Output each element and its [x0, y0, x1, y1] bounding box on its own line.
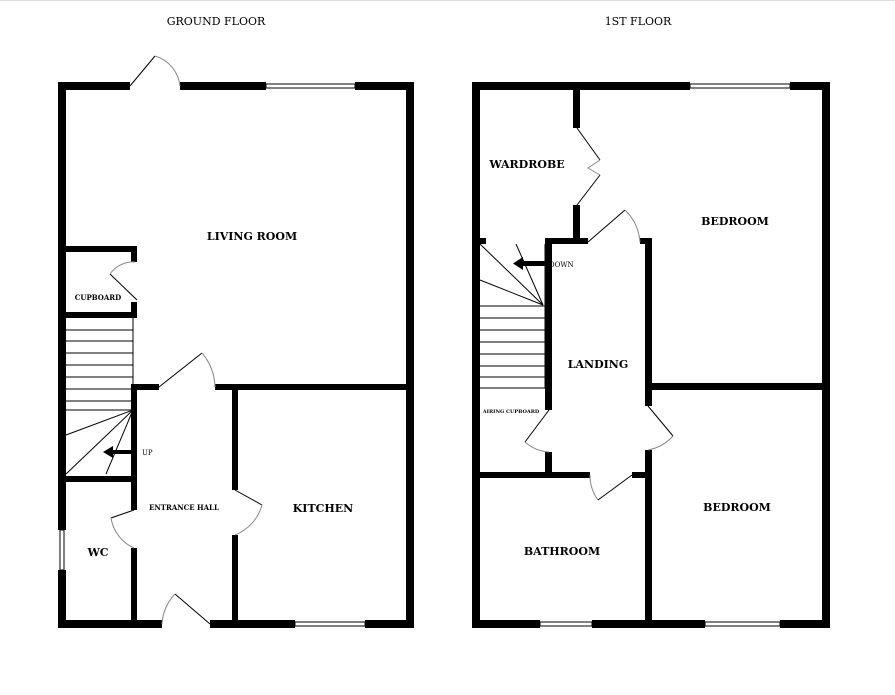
ground-floor-doors — [109, 55, 263, 625]
ground-floor-walls — [58, 82, 414, 628]
ground-floor-stairs: UP — [65, 318, 153, 476]
room-label-wardrobe: WARDROBE — [488, 158, 564, 171]
room-label-kitchen: KITCHEN — [293, 502, 353, 515]
first-floor-title: 1ST FLOOR — [605, 15, 672, 28]
room-label-bathroom: BATHROOM — [524, 545, 600, 558]
ground-floor-plan: GROUND FLOOR — [58, 15, 414, 628]
room-label-cupboard: CUPBOARD — [75, 293, 121, 302]
ground-floor-title: GROUND FLOOR — [167, 15, 266, 28]
room-label-airing-cupboard: AIRING CUPBOARD — [482, 409, 540, 415]
room-label-landing: LANDING — [568, 358, 628, 371]
first-floor-doors — [524, 127, 674, 501]
room-label-entrance-hall: ENTRANCE HALL — [149, 503, 219, 512]
room-label-bedroom-2: BEDROOM — [703, 501, 771, 514]
stairs-arrow — [112, 450, 132, 454]
stairs-down-label: DOWN — [549, 261, 574, 269]
stairs-up-label: UP — [142, 449, 153, 457]
stairs-arrow — [522, 261, 546, 266]
first-floor-plan: 1ST FLOOR — [472, 15, 830, 628]
first-floor-stairs: DOWN — [479, 243, 574, 389]
room-label-bedroom-1: BEDROOM — [701, 215, 769, 228]
room-label-living-room: LIVING ROOM — [207, 230, 297, 243]
first-floor-walls — [472, 82, 830, 628]
room-label-wc: WC — [86, 546, 108, 559]
